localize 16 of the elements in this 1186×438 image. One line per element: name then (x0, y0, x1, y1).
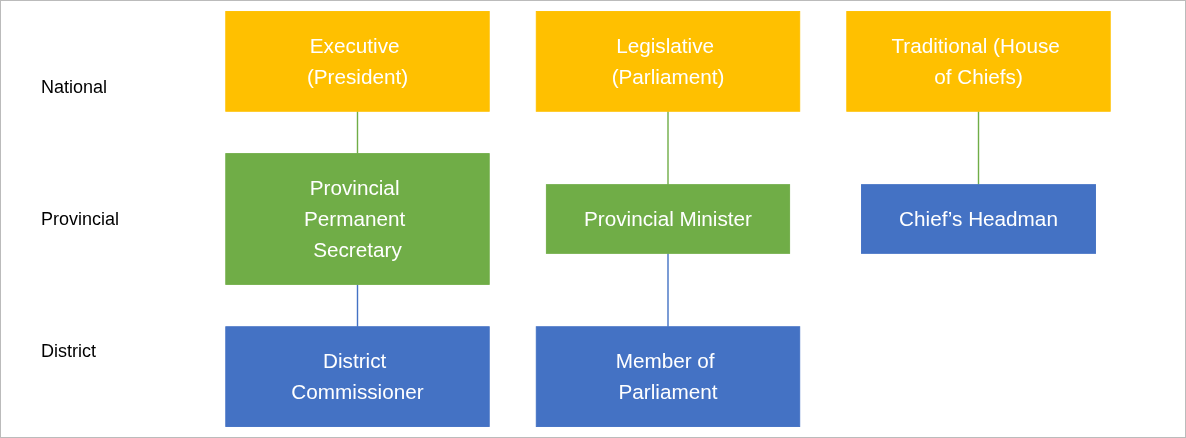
node-box: Chief’s Headman (861, 184, 1096, 254)
connector (356, 283, 359, 328)
node-box: Provincial Minister (545, 184, 791, 254)
level-label: District (40, 340, 97, 362)
node-box: Traditional (House of Chiefs) (846, 11, 1111, 112)
node-box: Provincial Permanent Secretary (225, 153, 490, 285)
level-label: National (40, 76, 109, 98)
node-box: Executive (President) (225, 11, 490, 112)
connector (667, 110, 669, 186)
node-box: Legislative (Parliament) (535, 11, 801, 112)
connector (356, 110, 359, 155)
connector (977, 110, 980, 186)
node-box: District Commissioner (225, 326, 490, 427)
connector (667, 252, 669, 328)
node-box: Member of Parliament (535, 326, 801, 427)
level-label: Provincial (40, 208, 121, 230)
